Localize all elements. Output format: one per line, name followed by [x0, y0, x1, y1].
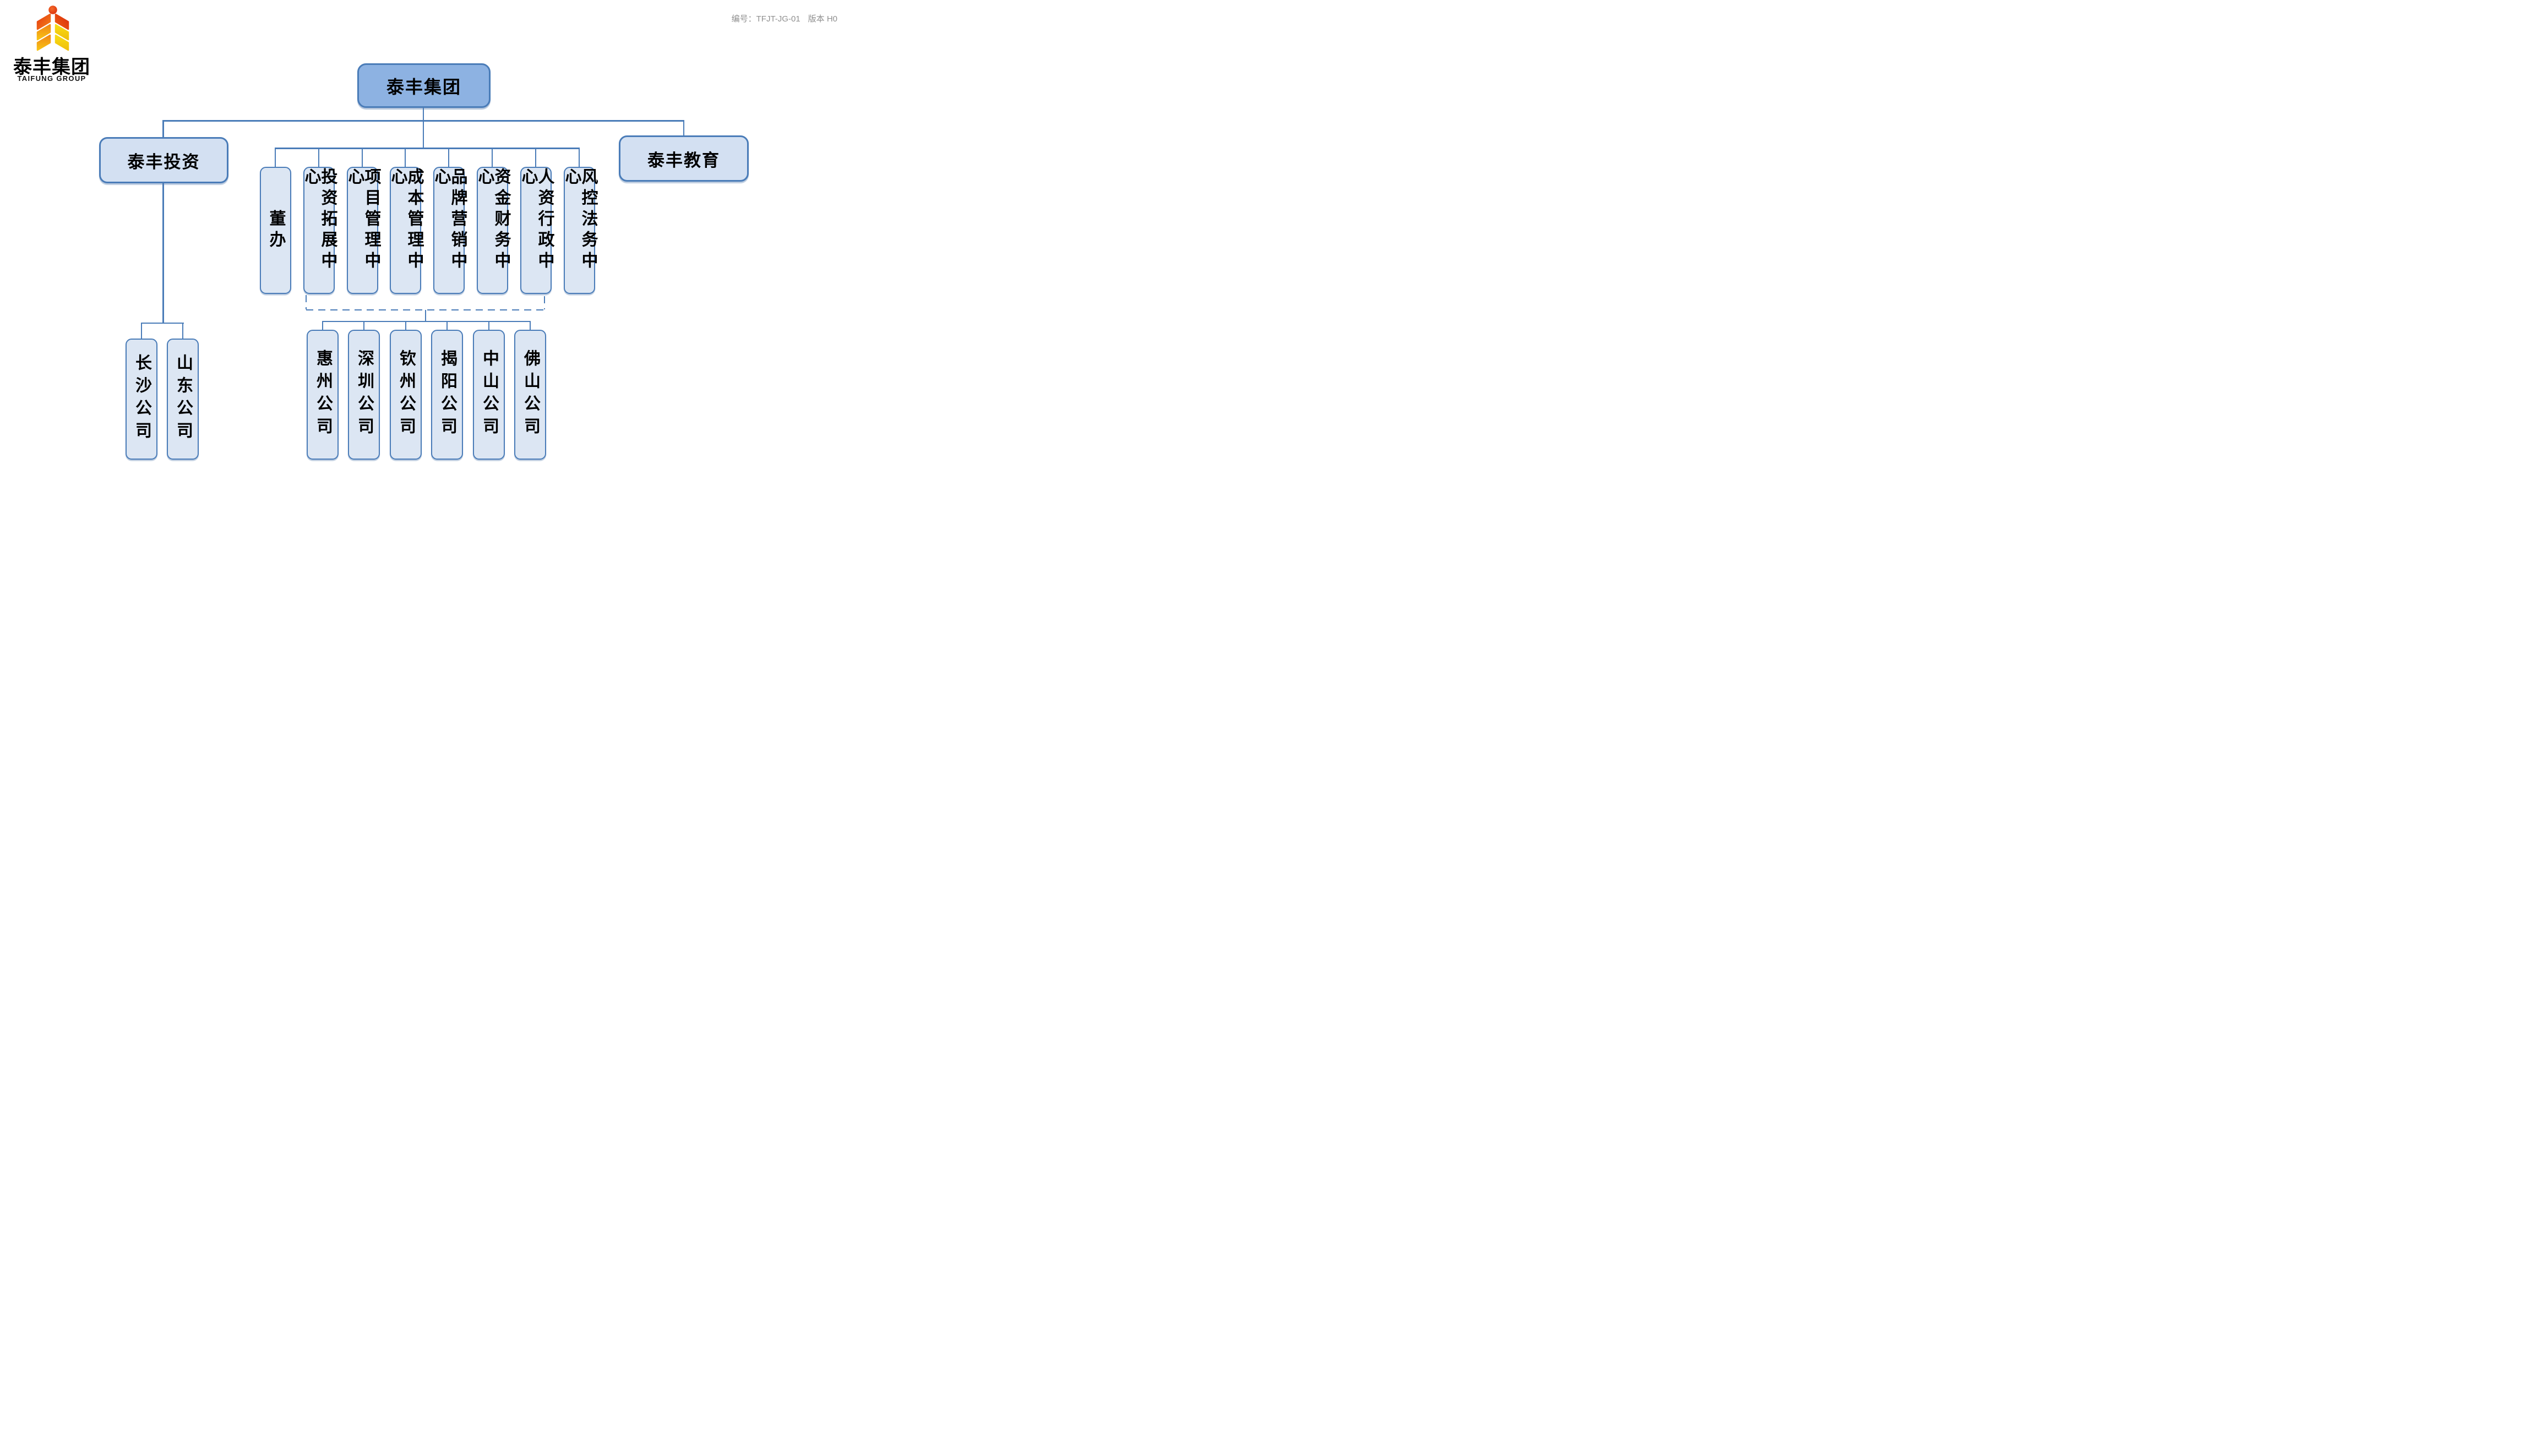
org-node-department: 风控法务中心 — [562, 167, 597, 294]
org-node-company: 深圳公司 — [348, 330, 380, 460]
connector-root-stem — [422, 108, 424, 148]
connector-dept-stub — [535, 148, 537, 167]
connector-invest-tbar — [141, 322, 184, 324]
org-node-label: 揭阳公司 — [438, 350, 456, 440]
org-chart-page: 泰丰集团 TAIFUNG GROUP 编号：TFJT-JG-01 版本 H0 泰… — [0, 0, 846, 486]
org-node-label: 长沙公司 — [133, 354, 151, 444]
connector-level2-hline — [163, 120, 684, 122]
logo-company-name: 泰丰集团 — [13, 57, 90, 78]
org-node-label: 泰丰教育 — [647, 150, 720, 170]
org-node-subsidiary-invest: 泰丰投资 — [99, 137, 228, 183]
org-node-department: 人资行政中心 — [519, 167, 554, 294]
org-node-department: 资金财务中心 — [475, 167, 510, 294]
org-node-label: 深圳公司 — [355, 350, 373, 440]
org-node-company: 山东公司 — [167, 339, 199, 460]
org-node-label: 董办 — [266, 209, 285, 252]
connector-dashed-hline — [306, 309, 544, 310]
org-node-subsidiary-edu: 泰丰教育 — [619, 135, 749, 182]
connector-invest-company-stub — [182, 322, 184, 339]
connector-dept-stub — [448, 148, 450, 167]
connector-company-stub — [405, 320, 407, 330]
doc-code-number: 编号：TFJT-JG-01 — [731, 14, 800, 24]
connector-edu-stub — [683, 120, 685, 137]
connector-invest-stub — [162, 120, 164, 137]
org-node-label: 资金财务中心 — [475, 168, 510, 272]
org-node-label: 钦州公司 — [397, 350, 415, 440]
org-node-label: 泰丰集团 — [386, 77, 461, 97]
doc-code-version: 版本 H0 — [808, 14, 837, 24]
connector-dashed-right — [543, 296, 546, 309]
org-node-label: 品牌营销中心 — [432, 168, 467, 272]
connector-dept-stub — [578, 148, 580, 167]
connector-company-bar — [323, 320, 531, 322]
connector-company-stub — [488, 320, 490, 330]
org-node-company: 中山公司 — [473, 330, 505, 460]
connector-dept-stub — [318, 148, 320, 167]
org-node-department: 投资拓展中心 — [302, 167, 337, 294]
connector-company-stub — [322, 320, 324, 330]
logo-company-name-en: TAIFUNG GROUP — [17, 74, 86, 83]
org-node-company: 长沙公司 — [126, 339, 157, 460]
org-node-company: 钦州公司 — [390, 330, 422, 460]
connector-invest-company-stub — [140, 322, 143, 339]
connector-dept-stub — [404, 148, 406, 167]
org-node-company: 揭阳公司 — [431, 330, 463, 460]
org-node-label: 项目管理中心 — [345, 168, 380, 272]
company-logo-icon — [36, 6, 69, 51]
org-node-company: 惠州公司 — [307, 330, 339, 460]
org-node-label: 中山公司 — [480, 350, 498, 440]
document-code: 编号：TFJT-JG-01 版本 H0 — [732, 13, 837, 24]
org-node-label: 泰丰投资 — [127, 152, 200, 172]
connector-dept-stub — [361, 148, 363, 167]
connector-dept-stub — [274, 148, 276, 167]
org-node-label: 惠州公司 — [314, 350, 332, 440]
org-node-department: 项目管理中心 — [345, 167, 380, 294]
connector-dashed-left — [305, 295, 307, 309]
connector-invest-stem — [162, 183, 164, 323]
connector-center-stem — [424, 310, 427, 321]
org-node-label: 佛山公司 — [521, 350, 540, 440]
org-node-company: 佛山公司 — [514, 330, 546, 460]
connector-company-stub — [446, 320, 448, 330]
org-node-label: 人资行政中心 — [519, 168, 554, 272]
org-node-label: 成本管理中心 — [388, 168, 423, 272]
org-node-label: 风控法务中心 — [562, 168, 597, 272]
org-node-department: 成本管理中心 — [388, 167, 423, 294]
org-node-label: 山东公司 — [174, 354, 192, 444]
org-node-root: 泰丰集团 — [357, 63, 491, 108]
org-node-department: 董办 — [260, 167, 291, 294]
connector-dept-stub — [491, 148, 493, 167]
org-node-label: 投资拓展中心 — [302, 168, 337, 272]
connector-company-stub — [363, 320, 365, 330]
org-node-department: 品牌营销中心 — [432, 167, 467, 294]
connector-company-stub — [529, 320, 531, 330]
connector-dept-hline — [275, 148, 580, 149]
